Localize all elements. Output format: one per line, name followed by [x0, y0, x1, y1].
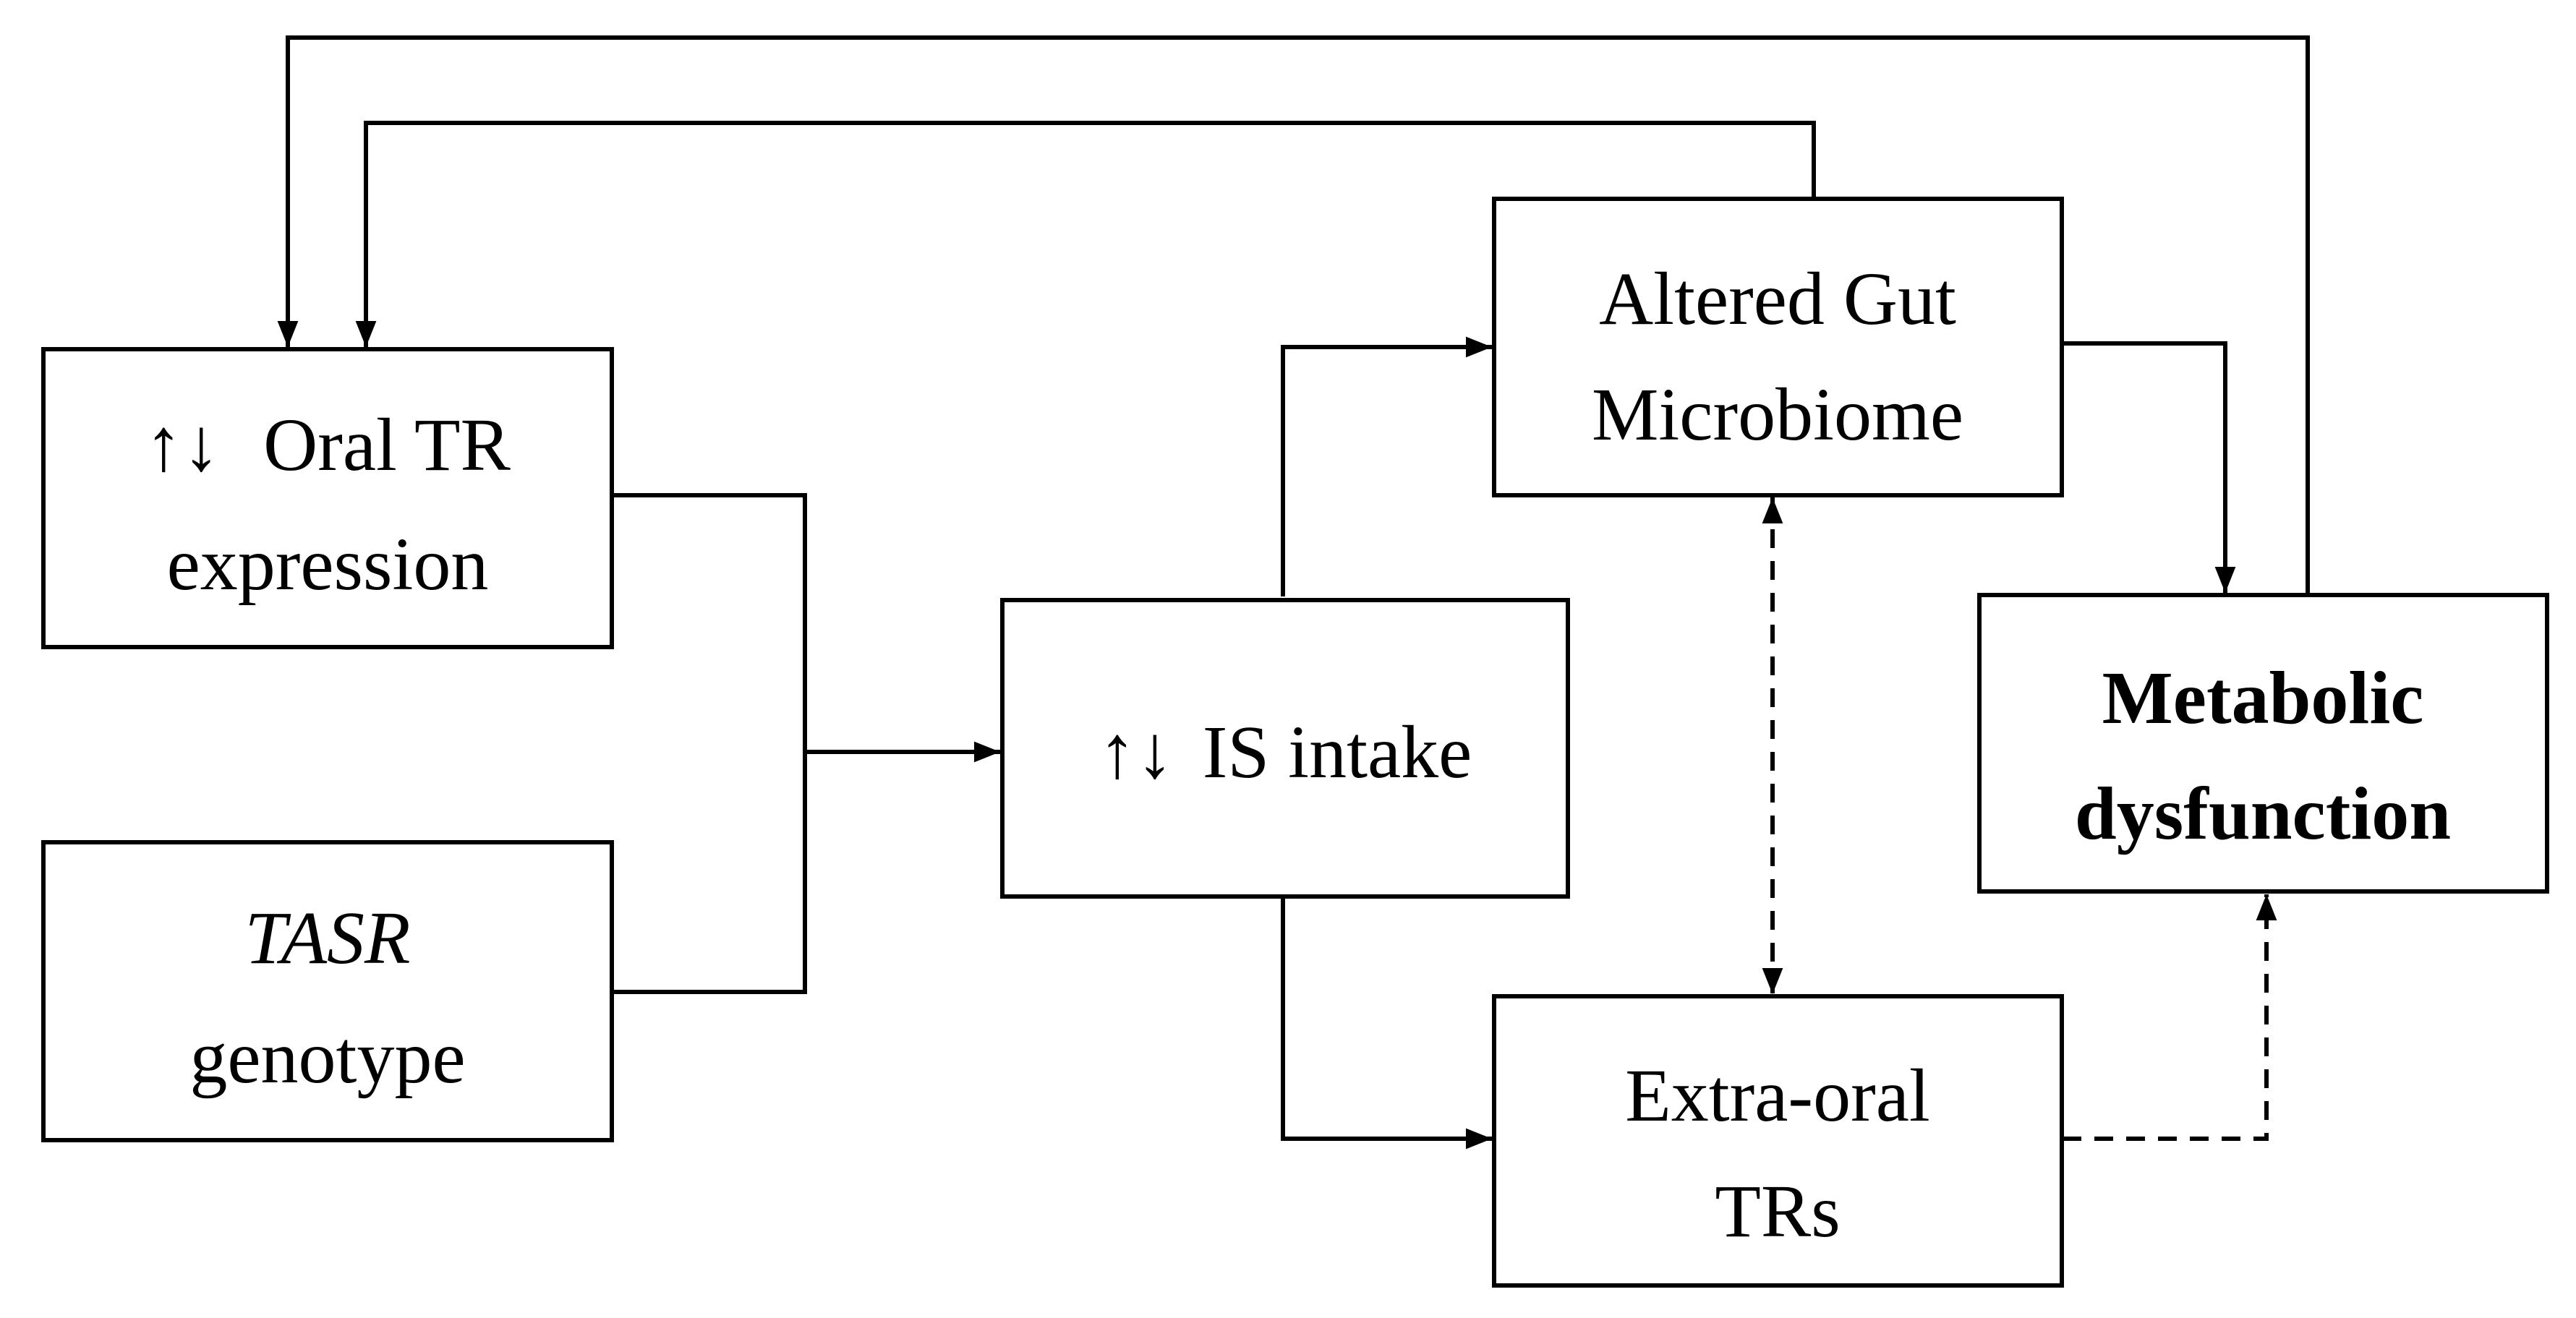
oral-tr-line1: ↑↓ Oral TR — [145, 403, 511, 487]
is-intake-label: ↑↓ IS intake — [1099, 711, 1472, 794]
metabolic-line1: Metabolic — [2102, 656, 2424, 740]
metabolic-dysfunction-box: Metabolic dysfunction — [1977, 593, 2549, 894]
is-intake-to-gut-arrow — [1281, 336, 1492, 596]
is-intake-text: IS intake — [1203, 711, 1472, 794]
feedback-gut-to-oral-tr-arrow — [355, 121, 1816, 347]
altered-gut-microbiome-box: Altered Gut Microbiome — [1492, 197, 2064, 497]
extra-oral-to-metabolic-arrow — [2063, 894, 2277, 1141]
extra-oral-line1: Extra-oral — [1625, 1054, 1930, 1137]
oral-tr-text: Oral TR — [263, 403, 511, 487]
gut-line1: Altered Gut — [1599, 257, 1956, 341]
oral-tr-line2: expression — [167, 523, 489, 606]
is-intake-arrows: ↑↓ — [1099, 711, 1174, 794]
extra-oral-line2: TRs — [1715, 1170, 1840, 1253]
tasr-line2: genotype — [189, 1016, 465, 1099]
is-intake-box: ↑↓ IS intake — [1000, 598, 1570, 899]
oral-tr-connector — [612, 493, 807, 994]
oral-tr-arrows: ↑↓ — [145, 403, 220, 487]
gut-line2: Microbiome — [1592, 373, 1963, 456]
feedback-metabolic-to-oral-tr-arrow — [277, 35, 2310, 593]
oral-tr-expression-box: ↑↓ Oral TR expression — [41, 347, 614, 649]
gut-to-metabolic-arrow — [2061, 341, 2236, 593]
is-intake-to-extra-oral-arrow — [1281, 897, 1492, 1150]
metabolic-line2: dysfunction — [2075, 772, 2451, 855]
extra-oral-trs-box: Extra-oral TRs — [1492, 994, 2064, 1288]
tasr-line1: TASR — [244, 897, 410, 980]
tasr-genotype-box: TASR genotype — [41, 840, 614, 1142]
